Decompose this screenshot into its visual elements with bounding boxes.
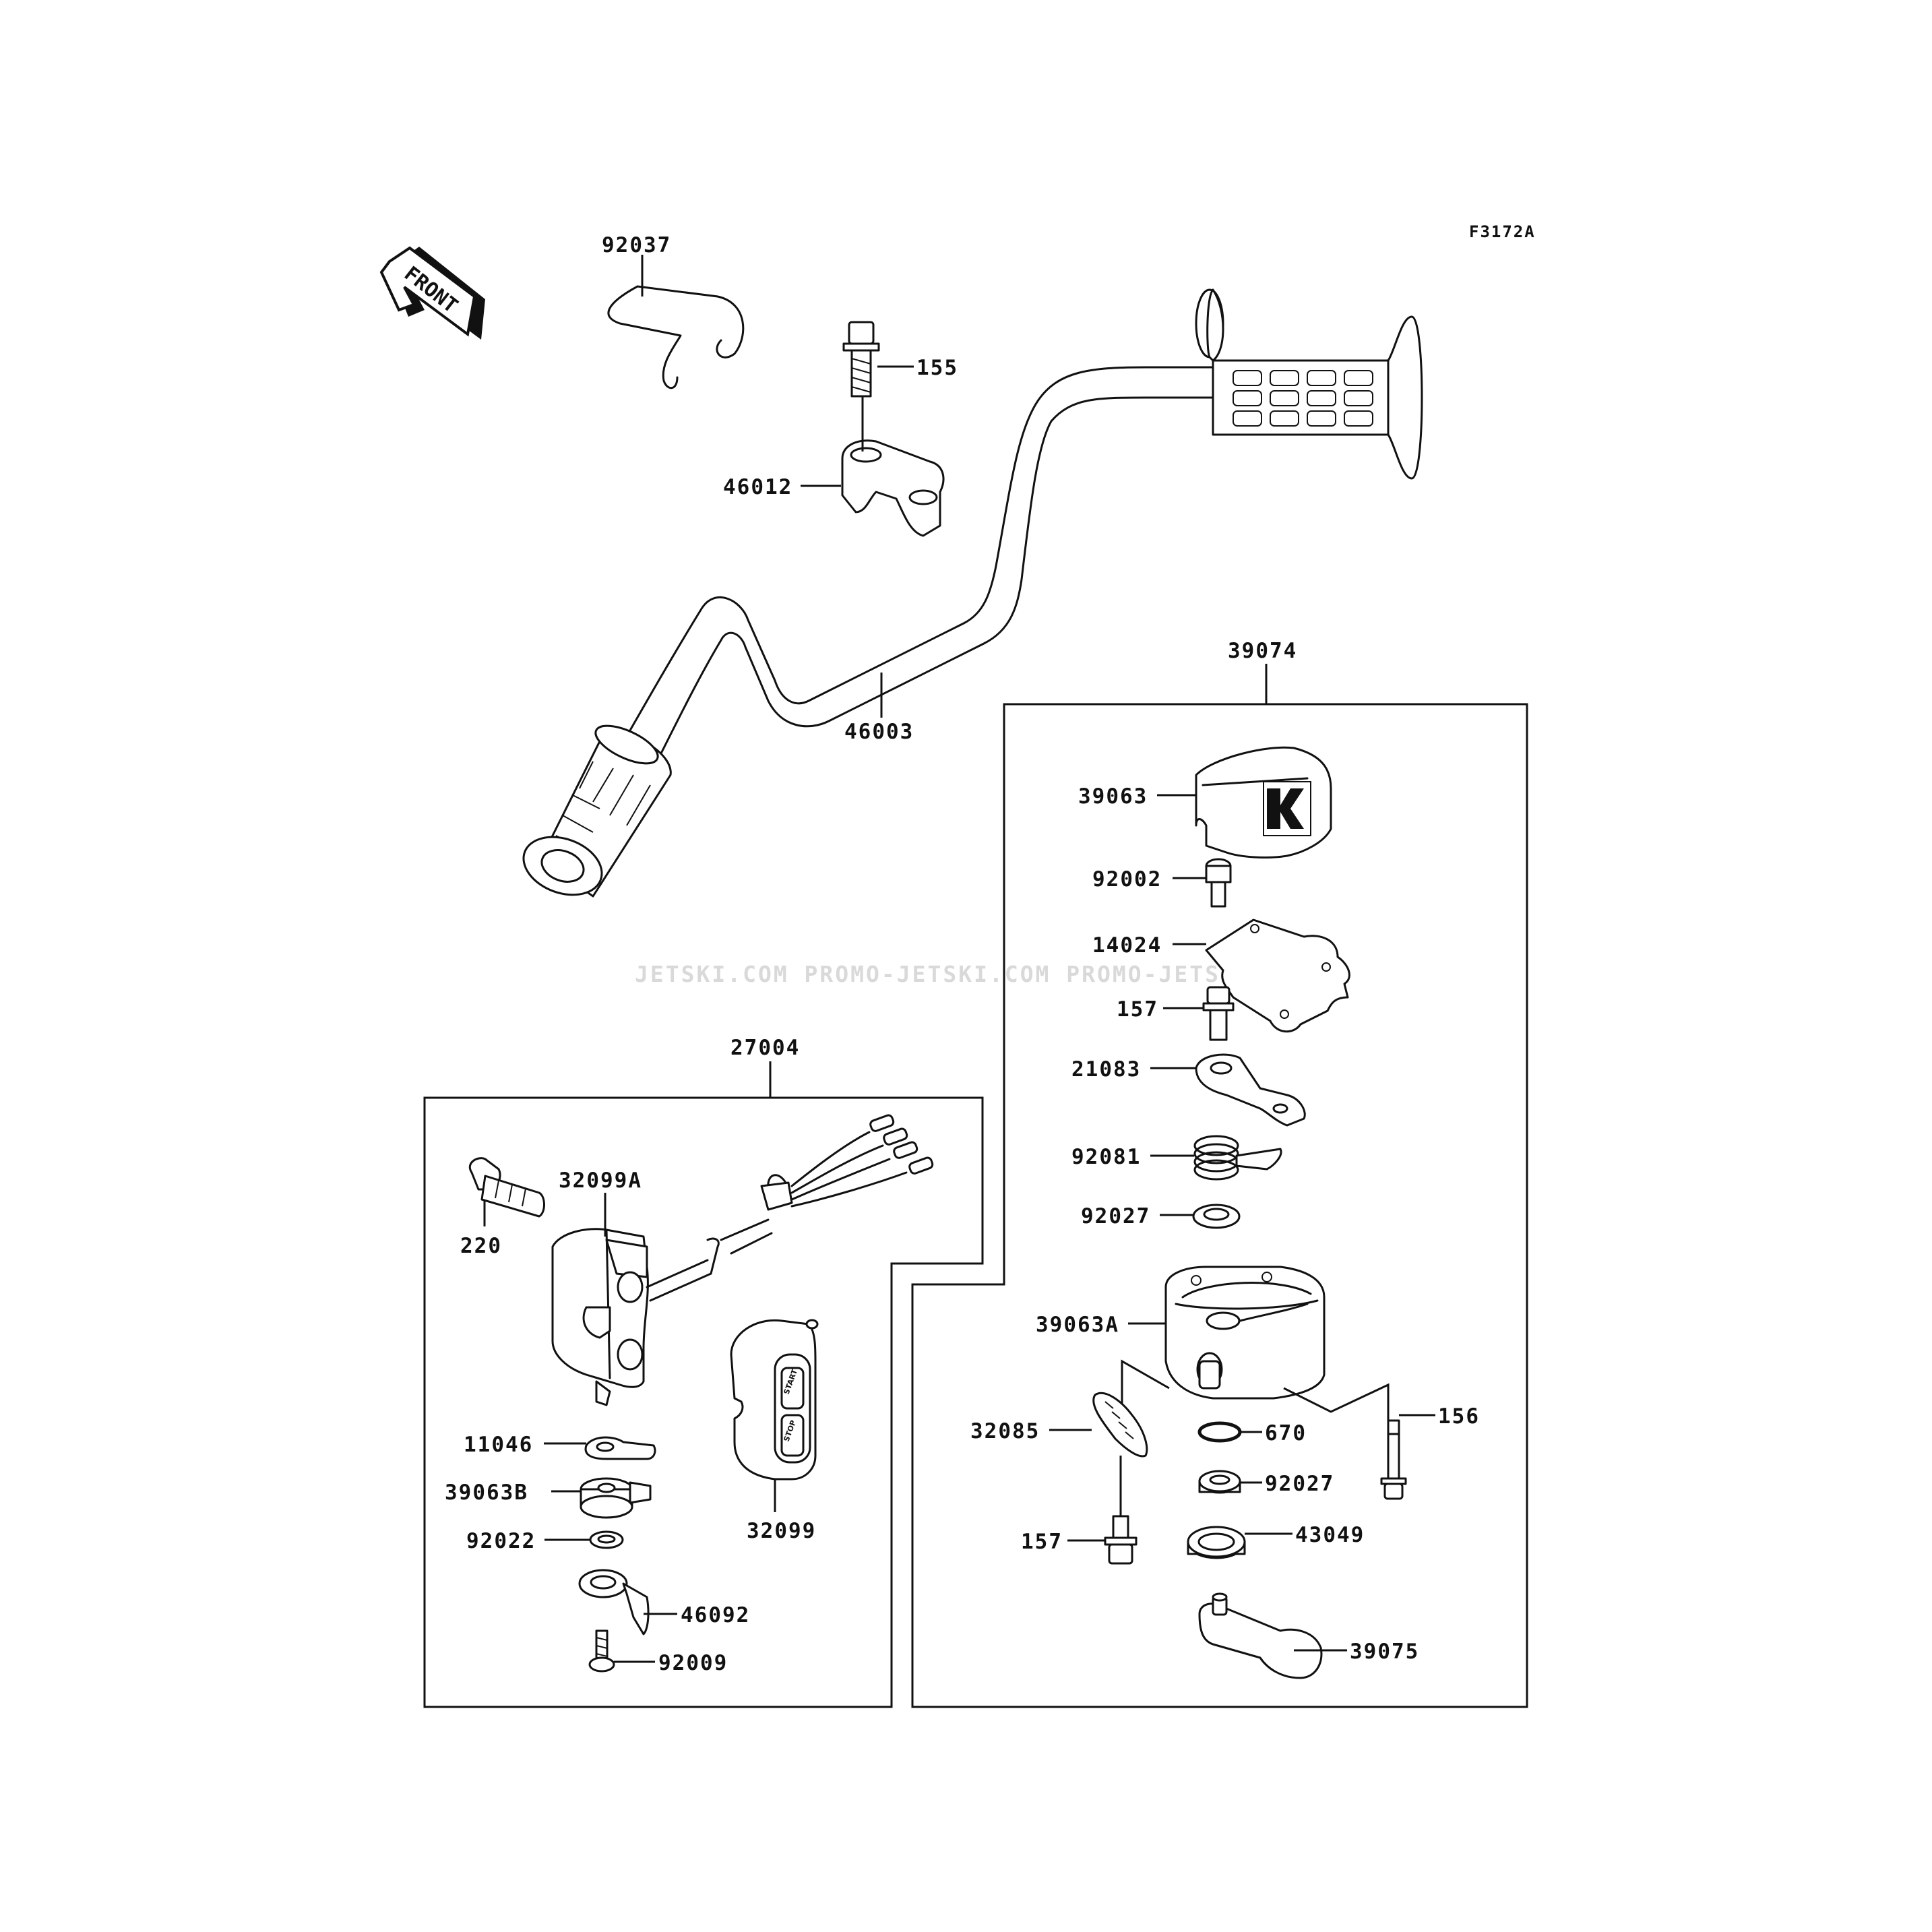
label-32085: 32085 (970, 1419, 1040, 1443)
label-21083: 21083 (1071, 1057, 1141, 1082)
label-92037: 92037 (602, 233, 671, 257)
label-156: 156 (1438, 1404, 1480, 1429)
bolt-155 (842, 321, 880, 398)
label-92002: 92002 (1092, 867, 1162, 892)
label-92027-lower: 92027 (1265, 1472, 1334, 1496)
right-grip (1195, 288, 1423, 480)
handlebar-clamp-46012 (841, 439, 945, 537)
switch-cover-39063 (1195, 746, 1332, 859)
left-grip (522, 724, 672, 898)
bolt-220 (469, 1157, 545, 1218)
label-14024: 14024 (1092, 933, 1162, 958)
label-32099A: 32099A (559, 1168, 642, 1193)
part-labels: 92037 155 46012 46003 39074 39063 92002 … (445, 233, 1480, 1675)
leader-lines (483, 255, 1435, 1663)
washer-92027-lower (1198, 1470, 1241, 1494)
throttle-lever-39075 (1198, 1592, 1323, 1679)
label-46012: 46012 (723, 475, 792, 499)
label-39063A: 39063A (1036, 1313, 1119, 1337)
screw-92002 (1205, 858, 1232, 908)
part-39063B (580, 1477, 652, 1519)
wire-clip-92037 (607, 285, 745, 389)
label-39074: 39074 (1228, 639, 1297, 663)
spring-92081 (1193, 1135, 1282, 1181)
label-220: 220 (460, 1234, 502, 1258)
label-92009: 92009 (658, 1651, 728, 1675)
seal-43049 (1187, 1526, 1246, 1559)
label-39075: 39075 (1350, 1640, 1419, 1664)
bolt-157-lower (1104, 1456, 1138, 1565)
label-157-upper: 157 (1117, 997, 1158, 1022)
figure-code: F3172A (1469, 222, 1536, 241)
gasket-14024 (1205, 918, 1350, 1033)
o-ring-670 (1197, 1421, 1242, 1443)
switch-housing-32099A (551, 1114, 934, 1406)
label-39063: 39063 (1078, 784, 1148, 809)
label-46092: 46092 (681, 1603, 750, 1627)
label-92081: 92081 (1071, 1145, 1141, 1169)
part-32085 (1092, 1392, 1148, 1458)
washer-92027-upper (1192, 1204, 1241, 1229)
label-670: 670 (1265, 1421, 1307, 1445)
right-assembly-box (911, 703, 1528, 1708)
washer-92022 (589, 1530, 624, 1549)
guide-line-right (1283, 1383, 1390, 1425)
front-arrow-icon: FRONT (379, 246, 485, 340)
left-assembly-box (423, 1096, 984, 1708)
label-155: 155 (916, 356, 958, 380)
screw-92009 (588, 1629, 615, 1673)
watermark: JETSKI.COM PROMO-JETSKI.COM PROMO-JETSKI… (635, 961, 1313, 987)
part-11046 (584, 1436, 656, 1460)
label-11046: 11046 (464, 1433, 533, 1457)
label-32099: 32099 (747, 1519, 816, 1543)
start-stop-switch-32099: START STOP (730, 1319, 819, 1481)
guide-line-left (1121, 1359, 1170, 1419)
label-92027-upper: 92027 (1081, 1204, 1150, 1228)
switch-housing-39063A (1164, 1266, 1326, 1400)
label-157-lower: 157 (1021, 1530, 1063, 1554)
label-27004: 27004 (730, 1036, 800, 1060)
handlebar-46003 (619, 366, 1214, 756)
lever-46092 (578, 1569, 650, 1635)
bolt-157-upper (1202, 986, 1235, 1041)
plate-21083 (1195, 1053, 1306, 1127)
bolt-156 (1380, 1419, 1407, 1500)
label-43049: 43049 (1295, 1523, 1365, 1547)
label-39063B: 39063B (445, 1481, 528, 1505)
label-46003: 46003 (844, 720, 914, 744)
label-92022: 92022 (466, 1529, 536, 1553)
